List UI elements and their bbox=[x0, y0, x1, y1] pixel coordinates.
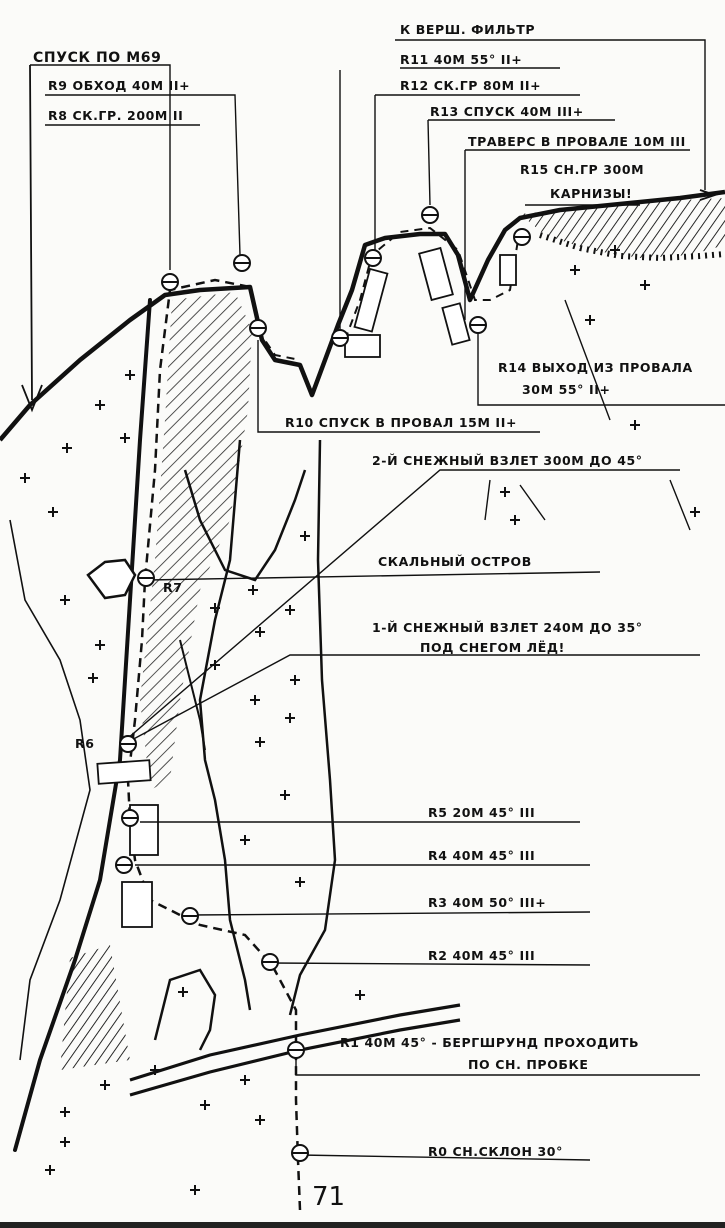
slab-r6 bbox=[96, 759, 152, 785]
label-r6: R6 bbox=[75, 736, 95, 751]
page-number: 71 bbox=[312, 1182, 345, 1212]
route-dashed-upper bbox=[257, 226, 519, 361]
station-r8-marker bbox=[233, 254, 251, 272]
snow-hump bbox=[153, 968, 217, 1051]
label-r3: R3 40М 50° III+ bbox=[428, 895, 546, 910]
label-r10: R10 СПУСК В ПРОВАЛ 15М II+ bbox=[285, 415, 517, 430]
label-r2: R2 40М 45° III bbox=[428, 948, 535, 963]
slab-r13 bbox=[418, 246, 454, 302]
left-rock-face-hatch bbox=[140, 292, 252, 790]
slab-r3 bbox=[121, 881, 153, 928]
main-ridge-line bbox=[0, 189, 725, 442]
station-r2-marker bbox=[261, 953, 279, 971]
station-r6-marker bbox=[119, 735, 137, 753]
bottom-edge-shadow bbox=[0, 1222, 725, 1228]
label-snow-rise-1-line1: 1-Й СНЕЖНЫЙ ВЗЛЕТ 240М ДО 35° bbox=[372, 620, 643, 635]
couloir-line-right bbox=[288, 439, 337, 1016]
belay-markers bbox=[115, 206, 531, 1162]
couloir-inner-loop bbox=[183, 469, 307, 582]
station-r13-marker bbox=[421, 206, 439, 224]
bottom-rock-hatch bbox=[60, 945, 130, 1070]
station-r9-marker bbox=[161, 273, 179, 291]
label-r9: R9 ОБХОД 40М II+ bbox=[48, 78, 190, 93]
label-rock-island: СКАЛЬНЫЙ ОСТРОВ bbox=[378, 554, 532, 569]
station-r0-marker bbox=[291, 1144, 309, 1162]
rock-island-shape bbox=[86, 558, 137, 600]
station-r15-marker bbox=[513, 228, 531, 246]
snow-cross-marks bbox=[20, 245, 700, 1195]
station-r4-marker bbox=[115, 856, 133, 874]
station-r1-marker bbox=[287, 1041, 305, 1059]
slab-r12 bbox=[353, 267, 389, 333]
station-r7-marker bbox=[137, 569, 155, 587]
label-snow-rise-2: 2-Й СНЕЖНЫЙ ВЗЛЕТ 300М ДО 45° bbox=[372, 453, 643, 468]
slab-r11 bbox=[344, 334, 381, 358]
label-r15-line2: КАРНИЗЫ! bbox=[550, 186, 632, 201]
label-r4: R4 40М 45° III bbox=[428, 848, 535, 863]
label-r1-line1: R1 40М 45° - БЕРГШРУНД ПРОХОДИТЬ bbox=[340, 1035, 639, 1050]
station-r5-marker bbox=[121, 809, 139, 827]
label-snow-rise-1-line2: ПОД СНЕГОМ ЛЁД! bbox=[420, 640, 565, 655]
label-summit-filter: К ВЕРШ. ФИЛЬТР bbox=[400, 22, 535, 37]
label-r12: R12 СК.ГР 80М II+ bbox=[400, 78, 541, 93]
station-r11-marker bbox=[331, 329, 349, 347]
station-r3-marker bbox=[181, 907, 199, 925]
label-r15-line1: R15 СН.ГР 300М bbox=[520, 162, 644, 177]
left-outer-edge bbox=[9, 519, 91, 1061]
left-rock-rib bbox=[13, 298, 152, 1152]
couloir-inner-loop-2 bbox=[179, 639, 206, 751]
label-r5: R5 20М 45° III bbox=[428, 805, 535, 820]
leader-lines bbox=[30, 39, 725, 1161]
right-arrow-icon bbox=[699, 189, 718, 201]
slab-r15 bbox=[499, 254, 517, 286]
label-r0: R0 СН.СКЛОН 30° bbox=[428, 1144, 563, 1159]
couloir-line-left bbox=[198, 439, 252, 1011]
cornice-hatch bbox=[520, 198, 725, 258]
station-r12-marker bbox=[364, 249, 382, 267]
label-r7: R7 bbox=[163, 580, 183, 595]
station-r14-marker bbox=[469, 316, 487, 334]
label-r14-line1: R14 ВЫХОД ИЗ ПРОВАЛА bbox=[498, 360, 693, 375]
label-r11: R11 40М 55° II+ bbox=[400, 52, 522, 67]
label-descent-m69: СПУСК ПО М69 bbox=[33, 50, 161, 66]
bergschrund-upper bbox=[129, 1003, 461, 1082]
cornice-dots bbox=[539, 232, 725, 262]
descent-arrow-icon bbox=[21, 64, 43, 413]
slab-r14 bbox=[441, 302, 471, 346]
label-r1-line2: ПО СН. ПРОБКЕ bbox=[468, 1057, 589, 1072]
station-r10-marker bbox=[249, 319, 267, 337]
label-traverse: ТРАВЕРС В ПРОВАЛЕ 10М III bbox=[468, 134, 686, 149]
label-r8: R8 СК.ГР. 200М II bbox=[48, 108, 183, 123]
label-r13: R13 СПУСК 40М III+ bbox=[430, 104, 584, 119]
label-r14-line2: 30М 55° II+ bbox=[522, 382, 611, 397]
